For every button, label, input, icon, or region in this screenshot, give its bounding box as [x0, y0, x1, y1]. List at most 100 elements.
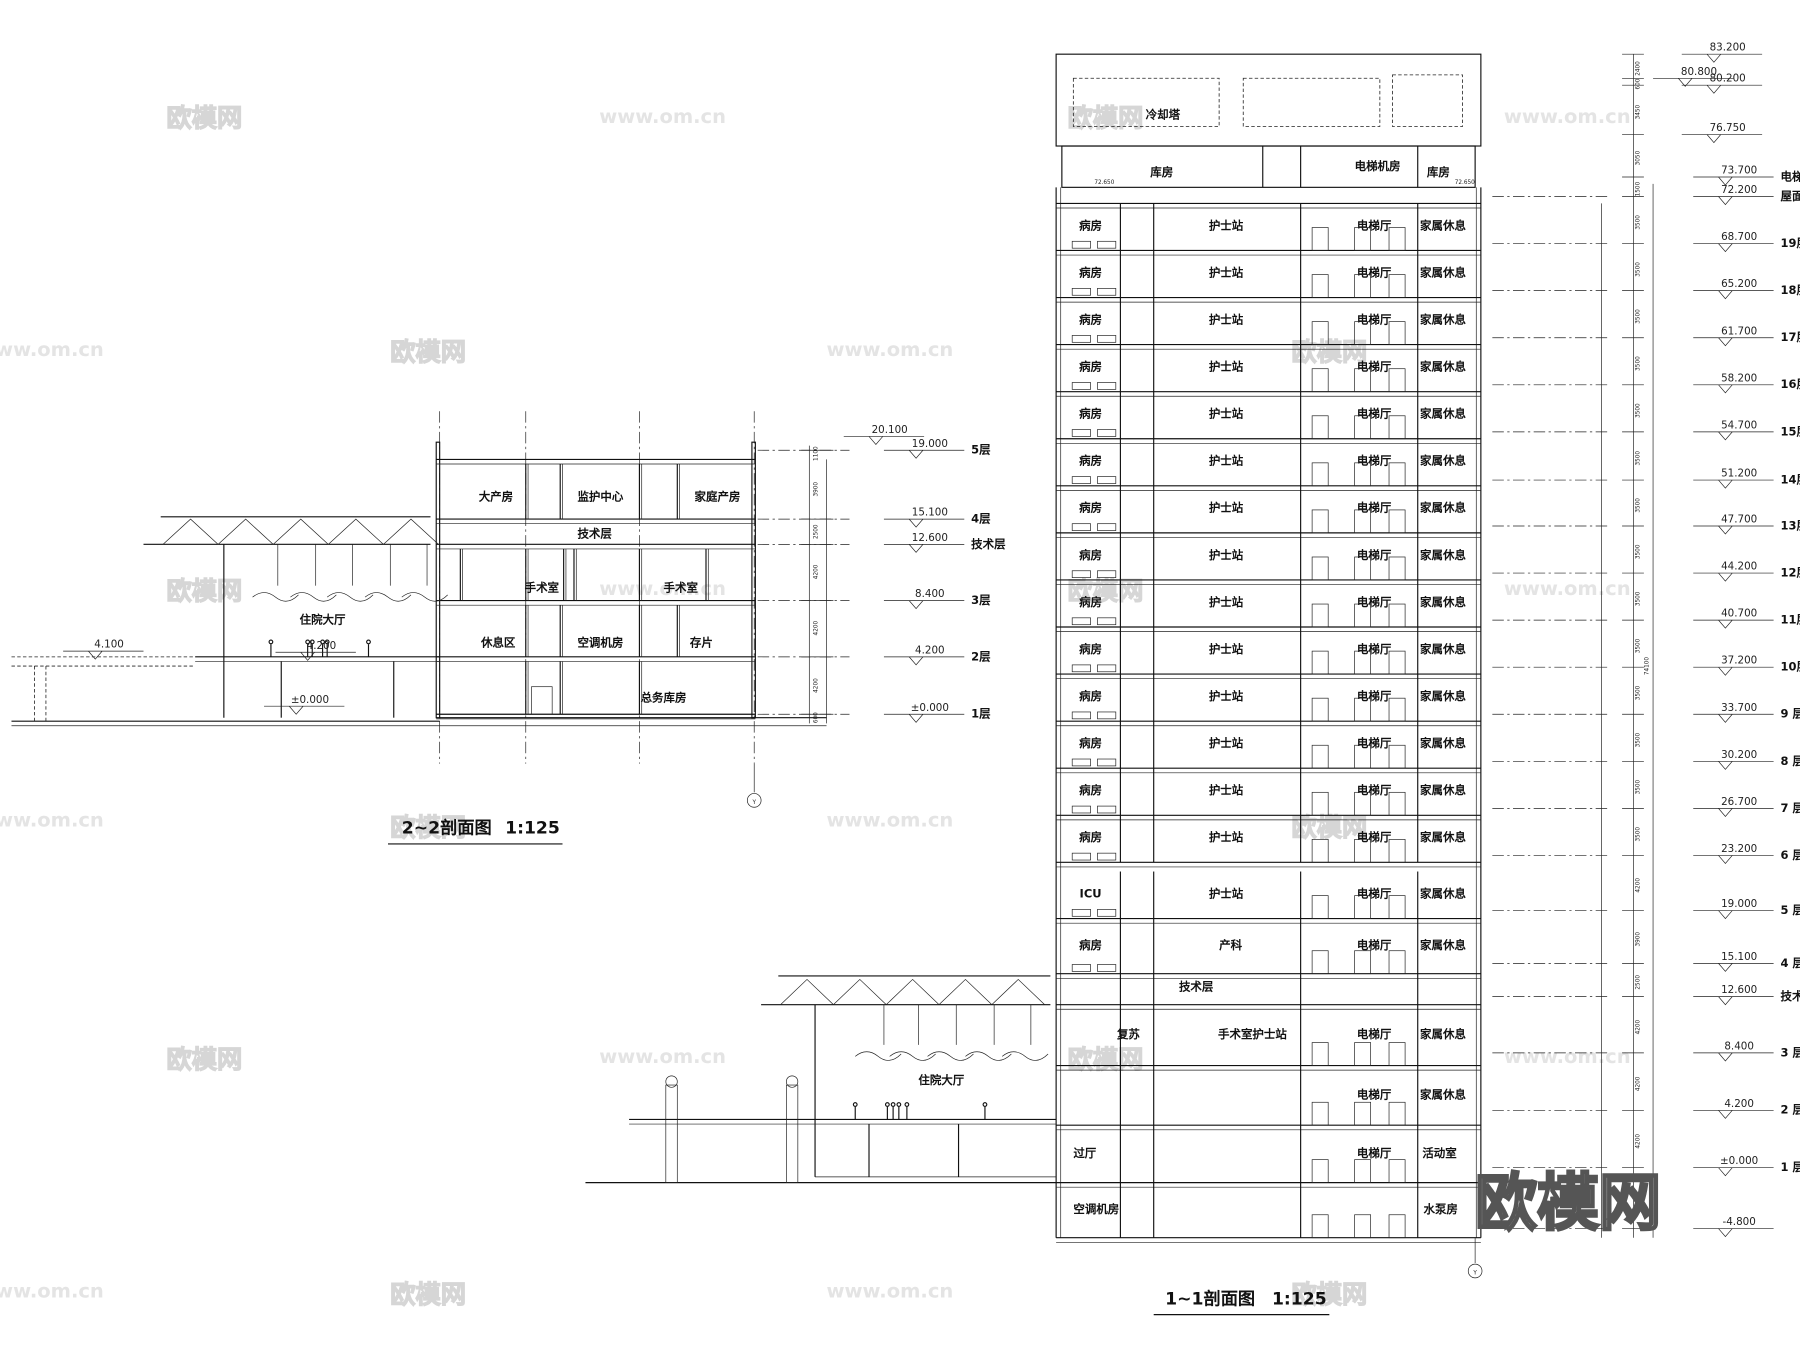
level-value: -4.800: [1723, 1216, 1756, 1228]
dimension-value: 3500: [1635, 591, 1641, 606]
level-triangle-icon: [289, 705, 304, 715]
level-value: 44.200: [1721, 561, 1757, 573]
brand-logo: 欧模网: [1474, 1165, 1662, 1241]
room-label: 电梯厅: [1357, 1087, 1392, 1101]
room-label: 护士站: [1209, 454, 1244, 468]
door: [531, 686, 553, 715]
bed-icon: [1071, 805, 1091, 814]
dimension-value: 3500: [1635, 356, 1641, 371]
elevator-door: [1354, 321, 1372, 345]
watermark-brand: 欧模网: [1068, 1045, 1144, 1074]
bed-icon: [1097, 523, 1117, 531]
room-label: 病房: [1079, 218, 1102, 232]
floor-label: 8 层: [1780, 754, 1800, 768]
watermark-brand: 欧模网: [1068, 576, 1144, 605]
room-label: 家属休息: [1420, 886, 1466, 900]
watermark-url: www.om.cn: [827, 809, 954, 832]
level-value: 30.200: [1721, 749, 1757, 761]
floor-label: 6 层: [1780, 848, 1800, 862]
dimension-value: 3500: [1635, 732, 1641, 747]
elevator-door: [1388, 509, 1406, 534]
level-triangle-icon: [1718, 996, 1733, 1006]
room-label: 病房: [1079, 736, 1102, 750]
room-label: 电梯厅: [1357, 218, 1392, 232]
watermark-brand: 欧模网: [1291, 1280, 1367, 1309]
banner-wave: [1001, 1051, 1049, 1061]
level-triangle-icon: [1718, 176, 1733, 186]
elevator-door: [1354, 950, 1372, 975]
bed-icon: [1097, 240, 1117, 249]
floor-label: 1 层: [1780, 1160, 1800, 1174]
canopy-truss: [780, 978, 834, 1005]
banner-wave: [252, 592, 299, 602]
room-label: 库房: [1427, 165, 1450, 179]
room-label: 护士站: [1209, 642, 1244, 656]
level-value: 15.100: [1721, 951, 1757, 963]
canopy-truss: [938, 978, 993, 1005]
room-label: 病房: [1079, 938, 1102, 952]
room-label: 病房: [1079, 454, 1102, 468]
bed-icon: [1097, 852, 1117, 861]
watermark-brand: 欧模网: [390, 813, 466, 842]
level-value: ±0.000: [911, 702, 949, 714]
floor-label: 电梯机房: [1780, 169, 1800, 183]
elevator-door: [1354, 1214, 1372, 1239]
level-triangle-icon: [1718, 910, 1733, 920]
elevator-door: [1388, 556, 1406, 581]
axis-bubble: [746, 793, 762, 808]
room-label: 电梯厅: [1357, 501, 1392, 515]
room-label: 家属休息: [1420, 938, 1466, 952]
watermark-url: www.om.cn: [0, 338, 104, 361]
dimension-value: 1100: [813, 446, 819, 461]
room-label: 护士站: [1209, 736, 1244, 750]
level-value: ±0.000: [291, 694, 329, 706]
bed-icon: [1071, 852, 1091, 861]
room-label: 家属休息: [1420, 359, 1466, 373]
banner-wave: [927, 1051, 974, 1061]
elevator-door: [1388, 415, 1406, 440]
cooling-tower-unit: [1242, 77, 1381, 127]
elevator-door: [1354, 791, 1372, 816]
watermark-brand: 欧模网: [1068, 103, 1144, 132]
elevator-door: [1354, 744, 1372, 769]
room-label: 护士站: [1209, 548, 1244, 562]
elevator-door: [1311, 950, 1329, 975]
section-2-2: Y大产房监护中心家庭产房技术层手术室手术室休息区空调机房存片总务库房住院大厅4.…: [11, 411, 1006, 808]
level-value: 4.200: [1724, 1098, 1754, 1110]
room-label: 护士站: [1209, 265, 1244, 279]
elevator-door: [1311, 839, 1329, 863]
elevator-door: [1388, 603, 1406, 628]
room-label: 活动室: [1422, 1146, 1457, 1160]
room-label: 空调机房: [577, 636, 623, 650]
room-label: 电梯厅: [1357, 1027, 1392, 1041]
room-label: 电梯厅: [1357, 830, 1392, 844]
room-label: 护士站: [1209, 595, 1244, 609]
room-label: 病房: [1079, 642, 1102, 656]
bed-icon: [1071, 240, 1091, 249]
room-label: 冷却塔: [1146, 107, 1181, 121]
canopy-truss: [217, 518, 274, 545]
level-triangle-icon: [88, 650, 103, 660]
floor-label: 屋面: [1780, 189, 1800, 203]
level-triangle-icon: [908, 544, 924, 553]
banner-wave: [364, 592, 412, 602]
level-triangle-icon: [1718, 808, 1733, 817]
dimension-value: 4200: [1635, 1076, 1641, 1091]
floor-label: 5层: [971, 443, 991, 457]
watermark-url: www.om.cn: [0, 809, 104, 832]
room-label: 家属休息: [1420, 595, 1466, 609]
bed-icon: [1071, 523, 1091, 531]
elevator-door: [1354, 556, 1372, 581]
level-value: 54.700: [1721, 419, 1757, 431]
dimension-value: 3500: [1635, 215, 1641, 230]
room-label: 电梯厅: [1357, 886, 1392, 900]
bed-icon: [1097, 288, 1117, 296]
elevator-door: [1311, 697, 1329, 722]
cooling-tower-unit: [1072, 77, 1220, 127]
elevator-door: [1354, 368, 1372, 393]
dimension-value: 3500: [1635, 638, 1641, 653]
banner-wave: [965, 1051, 1012, 1061]
level-value: 83.200: [1710, 42, 1746, 54]
canopy-truss: [885, 978, 940, 1005]
